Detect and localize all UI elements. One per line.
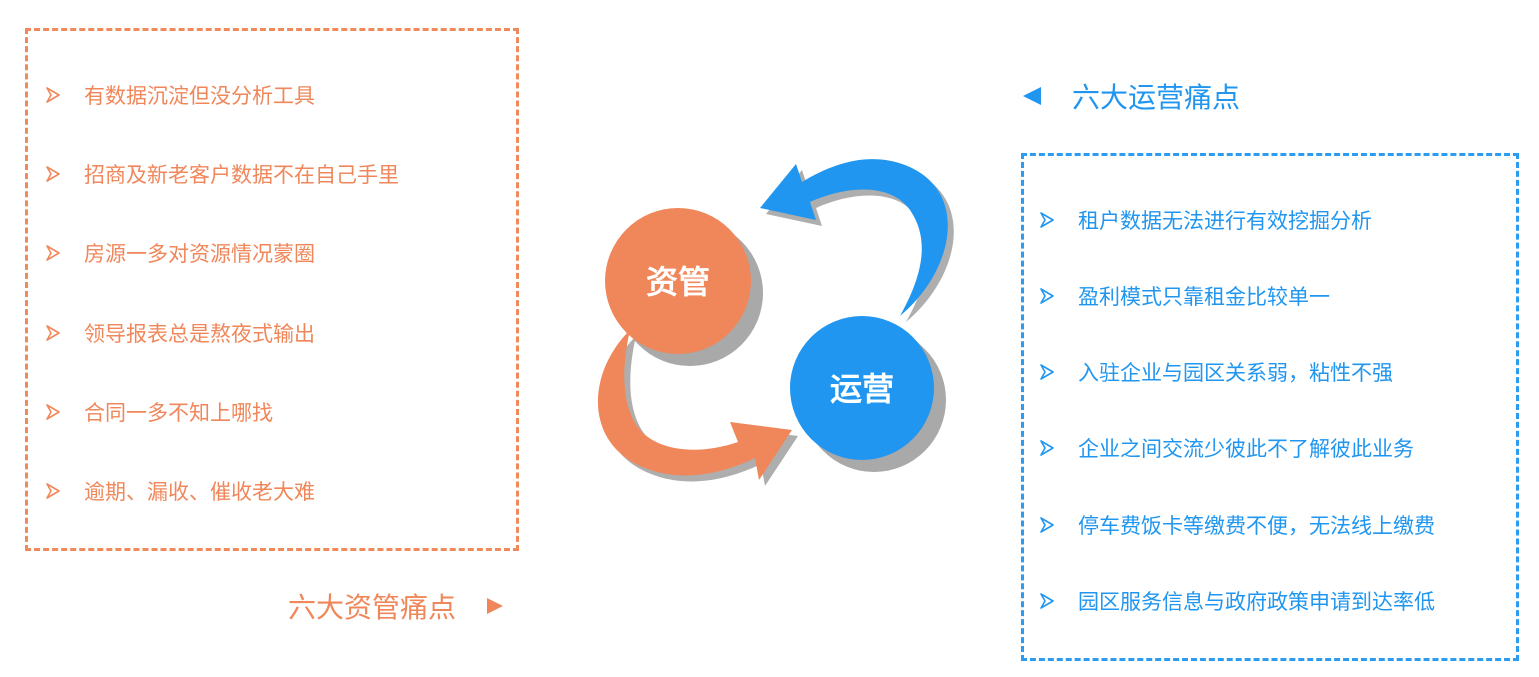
arrow-bullet-icon — [46, 483, 60, 499]
orange-cycle-arrow — [597, 330, 792, 480]
caption-text: 六大资管痛点 — [288, 591, 457, 624]
arrow-bullet-icon — [46, 245, 60, 261]
arrow-bullet-icon — [1040, 593, 1054, 609]
arrow-bullet-icon — [1040, 288, 1054, 304]
operation-pain-points-panel: 租户数据无法进行有效挖掘分析 盈利模式只靠租金比较单一 入驻企业与园区关系弱，粘… — [1021, 153, 1519, 661]
arrow-bullet-icon — [1040, 440, 1054, 456]
asset-pain-points-panel: 有数据沉淀但没分析工具 招商及新老客户数据不在自己手里 房源一多对资源情况蒙圈 … — [25, 28, 519, 551]
arrow-bullet-icon — [46, 404, 60, 420]
arrow-bullet-icon — [1040, 212, 1054, 228]
triangle-left-icon — [1022, 86, 1042, 106]
list-item-text: 领导报表总是熬夜式输出 — [84, 322, 315, 346]
list-item-text: 房源一多对资源情况蒙圈 — [84, 242, 315, 266]
list-item-text: 合同一多不知上哪找 — [84, 401, 273, 425]
asset-pain-points-caption: 六大资管痛点 — [288, 586, 504, 626]
list-item-text: 逾期、漏收、催收老大难 — [84, 480, 315, 504]
arrow-bullet-icon — [46, 325, 60, 341]
list-item: 租户数据无法进行有效挖掘分析 — [1040, 200, 1372, 240]
list-item: 招商及新老客户数据不在自己手里 — [46, 154, 399, 194]
list-item-text: 有数据沉淀但没分析工具 — [84, 84, 315, 108]
list-item: 有数据沉淀但没分析工具 — [46, 75, 315, 115]
asset-node-label: 资管 — [646, 263, 710, 301]
list-item: 领导报表总是熬夜式输出 — [46, 313, 315, 353]
triangle-right-icon — [486, 597, 504, 615]
list-item-text: 企业之间交流少彼此不了解彼此业务 — [1078, 437, 1414, 461]
list-item: 逾期、漏收、催收老大难 — [46, 471, 315, 511]
arrow-bullet-icon — [46, 166, 60, 182]
list-item-text: 入驻企业与园区关系弱，粘性不强 — [1078, 361, 1393, 385]
arrow-bullet-icon — [1040, 364, 1054, 380]
list-item-text: 盈利模式只靠租金比较单一 — [1078, 285, 1330, 309]
arrow-bullet-icon — [46, 87, 60, 103]
list-item: 合同一多不知上哪找 — [46, 392, 273, 432]
operation-node-label: 运营 — [830, 370, 894, 408]
operation-pain-points-caption: 六大运营痛点 — [1022, 76, 1240, 116]
list-item: 停车费饭卡等缴费不便，无法线上缴费 — [1040, 505, 1435, 545]
operation-node — [790, 316, 934, 460]
arrow-bullet-icon — [1040, 517, 1054, 533]
list-item-text: 停车费饭卡等缴费不便，无法线上缴费 — [1078, 514, 1435, 538]
list-item-text: 园区服务信息与政府政策申请到达率低 — [1078, 590, 1435, 614]
list-item: 入驻企业与园区关系弱，粘性不强 — [1040, 352, 1393, 392]
list-item: 盈利模式只靠租金比较单一 — [1040, 276, 1330, 316]
list-item: 企业之间交流少彼此不了解彼此业务 — [1040, 428, 1414, 468]
caption-text: 六大运营痛点 — [1072, 81, 1241, 114]
asset-node — [605, 208, 751, 354]
list-item: 房源一多对资源情况蒙圈 — [46, 233, 315, 273]
cycle-diagram: 资管 运营 — [597, 159, 954, 486]
blue-cycle-arrow — [760, 159, 948, 316]
list-item-text: 招商及新老客户数据不在自己手里 — [84, 163, 399, 187]
list-item: 园区服务信息与政府政策申请到达率低 — [1040, 581, 1435, 621]
list-item-text: 租户数据无法进行有效挖掘分析 — [1078, 209, 1372, 233]
